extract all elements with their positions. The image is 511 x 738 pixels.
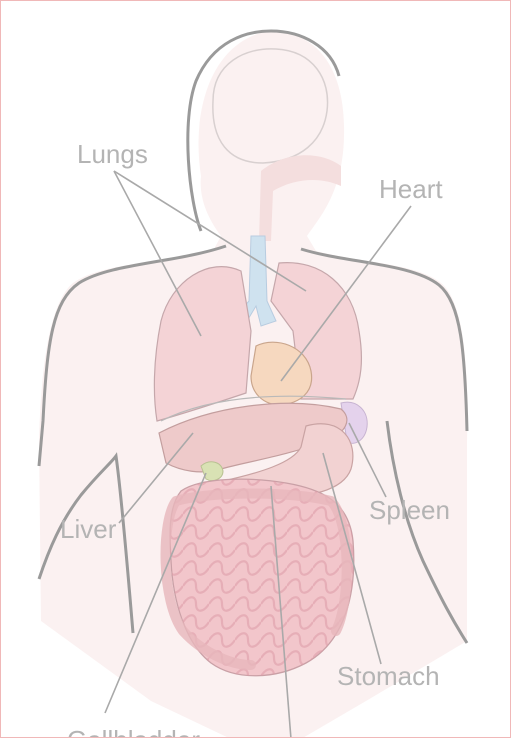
lungs-label: Lungs bbox=[77, 139, 148, 169]
liver-label: Liver bbox=[60, 514, 117, 544]
liver-leader bbox=[118, 432, 194, 524]
right-lung bbox=[270, 262, 363, 400]
stomach-leader bbox=[322, 452, 382, 665]
spleen-leader bbox=[348, 422, 387, 498]
throat bbox=[259, 155, 341, 241]
heart bbox=[250, 341, 313, 406]
gallbladder-label: Gallbladder bbox=[67, 727, 200, 737]
heart-leader bbox=[280, 205, 412, 382]
organs bbox=[153, 235, 368, 677]
lungs-leader-left bbox=[113, 170, 202, 337]
vertical-leader bbox=[270, 485, 292, 737]
brain-outline bbox=[212, 48, 329, 164]
left-lung bbox=[153, 266, 252, 422]
large-intestine bbox=[160, 488, 352, 670]
left-shoulder-outline bbox=[37, 244, 227, 467]
leader-lines bbox=[104, 170, 412, 737]
gallbladder bbox=[200, 461, 224, 482]
lungs-leader-right bbox=[113, 170, 307, 292]
right-shoulder-outline bbox=[300, 247, 469, 432]
right-arm-inner-outline bbox=[385, 420, 469, 644]
intestines bbox=[160, 478, 355, 677]
left-arm-inner-outline bbox=[37, 452, 135, 634]
small-intestine-coils bbox=[170, 479, 354, 676]
head-outline bbox=[186, 29, 341, 232]
spleen-label: Spleen bbox=[369, 495, 450, 525]
stomach-label: Stomach bbox=[337, 661, 440, 691]
heart-label: Heart bbox=[379, 174, 443, 204]
gallbladder-leader bbox=[104, 472, 207, 714]
diaphragm-line bbox=[160, 395, 347, 422]
